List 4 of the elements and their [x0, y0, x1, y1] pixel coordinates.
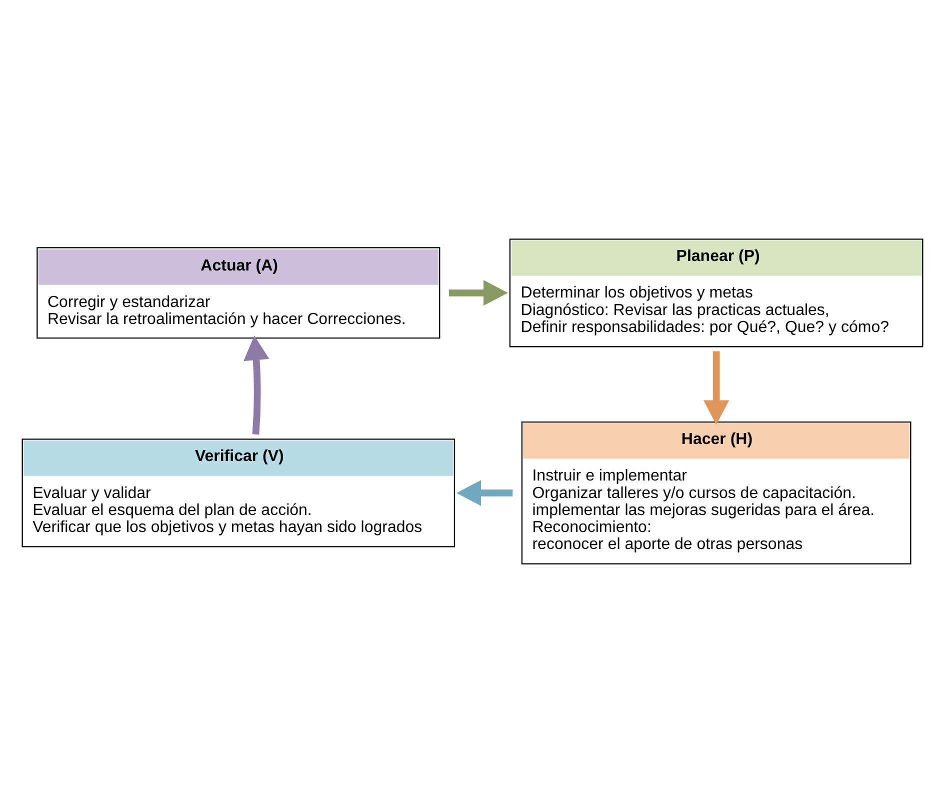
arrow — [456, 480, 513, 506]
arrow — [448, 280, 508, 306]
arrow — [703, 351, 730, 425]
arrow — [244, 336, 270, 435]
